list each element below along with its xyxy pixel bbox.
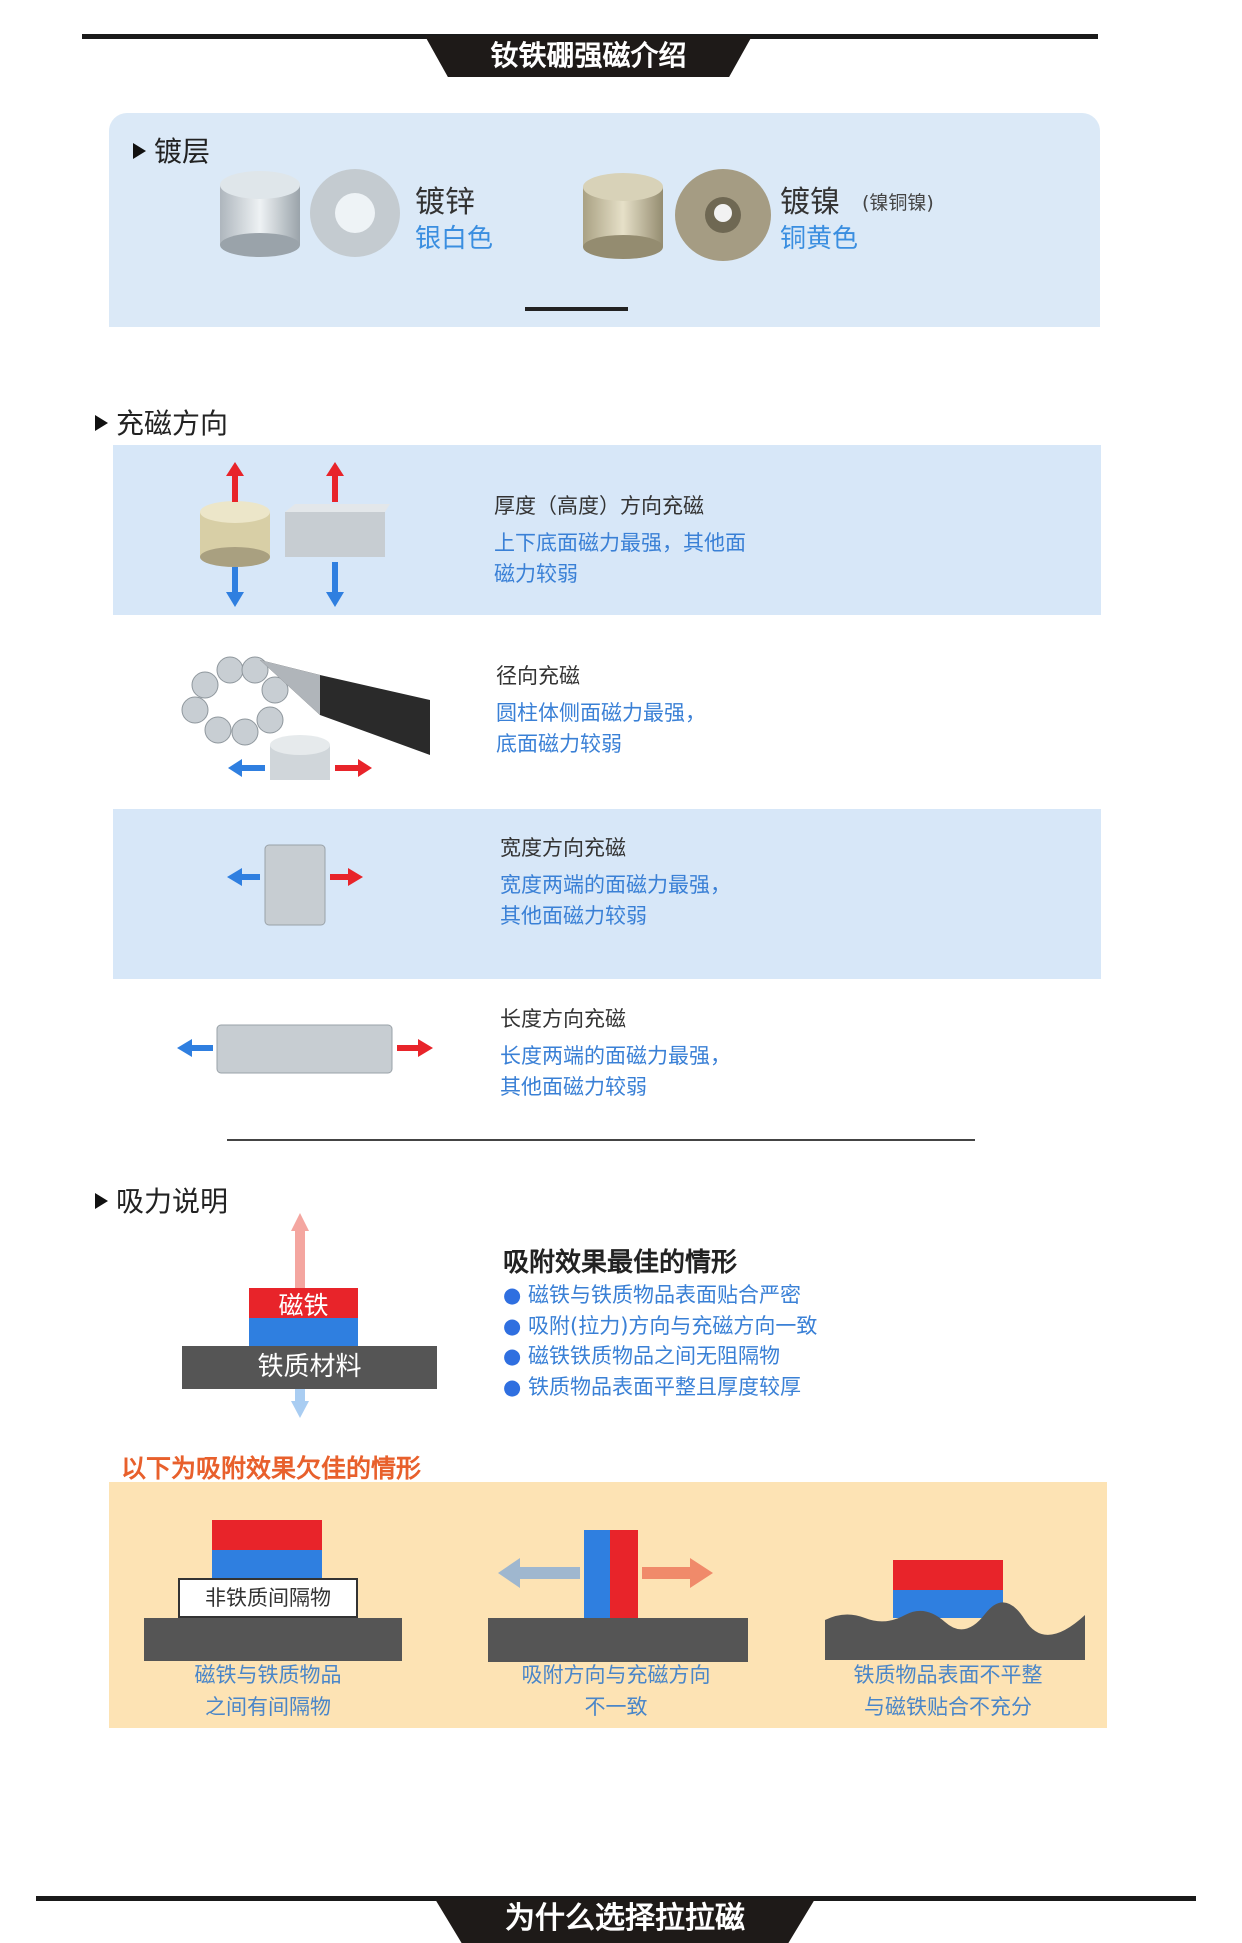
thickness-magnet-image [200,462,390,607]
mag-row-title: 径向充磁 [496,664,580,688]
mag-row-desc: 上下底面磁力最强，其他面 [494,531,746,555]
case2-caption: 吸附方向与充磁方向不一致 [521,1663,711,1719]
mag-row-4-text: 长度方向充磁 长度两端的面磁力最强， 其他面磁力较弱 [500,1003,731,1103]
mag-row-desc: 其他面磁力较弱 [500,904,647,928]
best-title: 吸附效果最佳的情形 [503,1248,738,1278]
divider [227,1139,975,1141]
mag-row-desc: 圆柱体侧面磁力最强， [496,701,706,725]
radial-magnet-image [181,656,430,780]
length-magnet-image [177,1024,433,1074]
case3-illustration [825,1560,1085,1660]
mag-row-desc: 长度两端的面磁力最强， [500,1044,731,1068]
row-band-1 [113,445,1101,615]
best-list: ● 磁铁与铁质物品表面贴合严密 ● 吸附(拉力)方向与充磁方向一致 ● 磁铁铁质… [503,1280,817,1402]
mag-row-3-text: 宽度方向充磁 宽度两端的面磁力最强， 其他面磁力较弱 [500,832,731,932]
mag-row-desc: 宽度两端的面磁力最强， [500,873,731,897]
mag-row-desc: 其他面磁力较弱 [500,1075,647,1099]
carousel-indicator[interactable] [525,307,628,311]
force-heading: 吸力说明 [95,1180,228,1220]
spacer-label: 非铁质间隔物 [178,1578,358,1618]
nickel-label: 镀镍 [780,185,840,220]
poor-title: 以下为吸附效果欠佳的情形 [121,1454,422,1483]
case3-caption: 铁质物品表面不平整与磁铁贴合不充分 [853,1663,1043,1719]
zinc-color: 银白色 [415,224,494,254]
section-banner: 钕铁硼强磁介绍 [425,36,752,77]
plating-heading: 镀层 [133,130,210,170]
zinc-magnets-image [220,169,400,257]
best-item: ● 磁铁铁质物品之间无阻隔物 [503,1344,781,1368]
best-item: ● 磁铁与铁质物品表面贴合严密 [503,1283,802,1307]
case1-plate [144,1618,402,1661]
mag-row-1-text: 厚度（高度）方向充磁 上下底面磁力最强，其他面 磁力较弱 [494,490,746,590]
zinc-label: 镀锌 [415,185,475,220]
mag-row-desc: 底面磁力较弱 [496,732,622,756]
footer-banner: 为什么选择拉拉磁 [435,1899,815,1943]
width-magnet-image [227,844,363,926]
best-item: ● 吸附(拉力)方向与充磁方向一致 [503,1313,818,1338]
mag-row-title: 宽度方向充磁 [500,836,626,860]
case2-illustration [488,1530,748,1662]
best-item: ● 铁质物品表面平整且厚度较厚 [503,1374,802,1399]
mag-row-2-text: 径向充磁 圆柱体侧面磁力最强， 底面磁力较弱 [496,660,706,760]
mag-row-title: 长度方向充磁 [500,1007,626,1031]
nickel-color: 铜黄色 [780,224,859,254]
nickel-note: (镍铜镍) [862,192,934,214]
iron-plate: 铁质材料 [182,1346,437,1389]
magnetization-heading: 充磁方向 [95,402,228,442]
mag-row-desc: 磁力较弱 [494,562,578,586]
nickel-magnets-image [583,169,771,261]
mag-row-title: 厚度（高度）方向充磁 [494,494,704,518]
case1-caption: 磁铁与铁质物品之间有间隔物 [194,1663,342,1719]
pull-arrows [291,1213,309,1418]
magnet-label: 磁铁 [278,1291,329,1320]
case1-magnet [212,1520,322,1578]
magnet-block: 磁铁 [249,1288,358,1346]
footer-rule [36,1896,1196,1901]
